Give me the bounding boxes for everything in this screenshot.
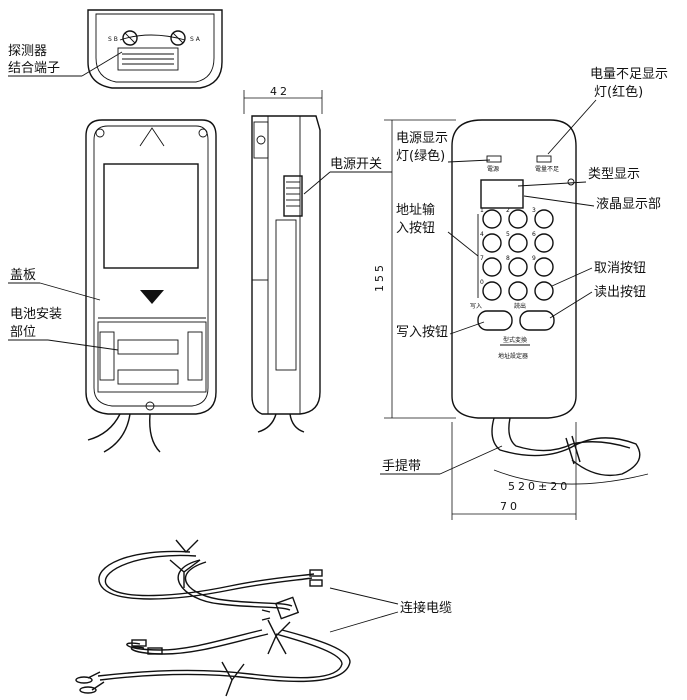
address-keypad: 1 2 3 4 5 6 7 8 9 0 <box>480 207 554 301</box>
keypad-key-label: 7 <box>480 255 484 262</box>
mode-text-mark: 型式変換 <box>503 336 527 344</box>
keypad-key-label: 4 <box>480 231 484 238</box>
low-battery-led-mark: 電量不足 <box>535 166 559 173</box>
front-view-device <box>85 119 217 415</box>
read-key <box>519 310 555 331</box>
cover-plate-label: 盖板 <box>10 268 36 283</box>
read-button-label: 读出按钮 <box>594 285 646 300</box>
power-switch-slider <box>283 175 303 217</box>
side-view-device <box>251 115 321 433</box>
write-button-label: 写入按钮 <box>396 325 448 340</box>
keypad-key-label: 5 <box>506 231 510 238</box>
power-display-label-line2: 灯(绿色) <box>396 148 445 164</box>
keypad-strap <box>491 417 641 477</box>
keypad-key-0 <box>482 281 502 301</box>
keypad-key-blank <box>508 281 528 301</box>
keypad-key-6 <box>534 233 554 253</box>
terminal-right-mark: S A <box>190 36 201 43</box>
low-battery-led-indicator <box>536 155 552 163</box>
keypad-key-1 <box>482 209 502 229</box>
keypad-key-label: 6 <box>532 231 536 238</box>
low-battery-label-line2: 灯(红色) <box>594 84 643 100</box>
terminal-left-mark: S B <box>108 36 118 43</box>
keypad-key-label: 0 <box>480 279 484 286</box>
power-led-indicator <box>486 155 502 163</box>
low-battery-label-line1: 电量不足显示 <box>590 67 668 82</box>
keypad-key-label: 8 <box>506 255 510 262</box>
power-display-label-line1: 电源显示 <box>396 131 448 146</box>
connection-cable-lower <box>75 619 351 697</box>
keypad-key-5 <box>508 233 528 253</box>
connection-cable-upper <box>98 539 323 621</box>
cable-label: 连接电缆 <box>400 600 452 616</box>
probe-terminal-label-line1: 探测器 <box>8 44 47 59</box>
address-input-label-line2: 入按钮 <box>396 221 435 236</box>
keypad-key-label: 3 <box>532 207 536 214</box>
strap-label: 手提带 <box>382 458 421 474</box>
keypad-key-label: 1 <box>480 207 484 214</box>
keypad-key-3 <box>534 209 554 229</box>
front-strap <box>87 413 161 453</box>
keypad-key-7 <box>482 257 502 277</box>
front-lcd-window <box>103 163 199 269</box>
read-key-mark: 読出 <box>514 302 526 310</box>
cancel-key <box>534 281 554 301</box>
power-switch-label: 电源开关 <box>330 157 382 172</box>
cover-arrow-icon <box>140 290 164 304</box>
dim-side-width: 42 <box>270 85 290 98</box>
write-key-mark: 写入 <box>470 303 482 310</box>
keypad-key-2 <box>508 209 528 229</box>
battery-label-line1: 电池安装 <box>10 307 62 322</box>
cancel-button-label: 取消按钮 <box>594 261 646 276</box>
power-led-mark: 電源 <box>487 165 499 173</box>
keypad-key-label: 9 <box>532 255 536 262</box>
keypad-key-4 <box>482 233 502 253</box>
keypad-key-label: 2 <box>506 207 510 214</box>
probe-terminal-label-line2: 结合端子 <box>8 61 60 76</box>
dim-height: 155 <box>373 262 386 292</box>
write-key <box>477 310 513 331</box>
dim-strap-length: 520±20 <box>508 480 570 493</box>
dim-width: 70 <box>500 500 520 513</box>
address-input-label-line1: 地址输 <box>396 202 435 218</box>
keypad-key-9 <box>534 257 554 277</box>
keypad-key-8 <box>508 257 528 277</box>
keypad-lcd-window <box>480 179 524 209</box>
probe-terminal-view: S B S A <box>87 9 223 89</box>
model-text-mark: 地址設定器 <box>498 352 528 360</box>
battery-label-line2: 部位 <box>10 325 36 340</box>
keypad-device: 電源 電量不足 1 2 3 4 5 6 7 8 9 0 写入 読出 型式変換 地址設定器 <box>451 119 577 419</box>
type-display-label: 类型显示 <box>588 167 640 182</box>
lcd-display-label: 液晶显示部 <box>596 197 661 212</box>
